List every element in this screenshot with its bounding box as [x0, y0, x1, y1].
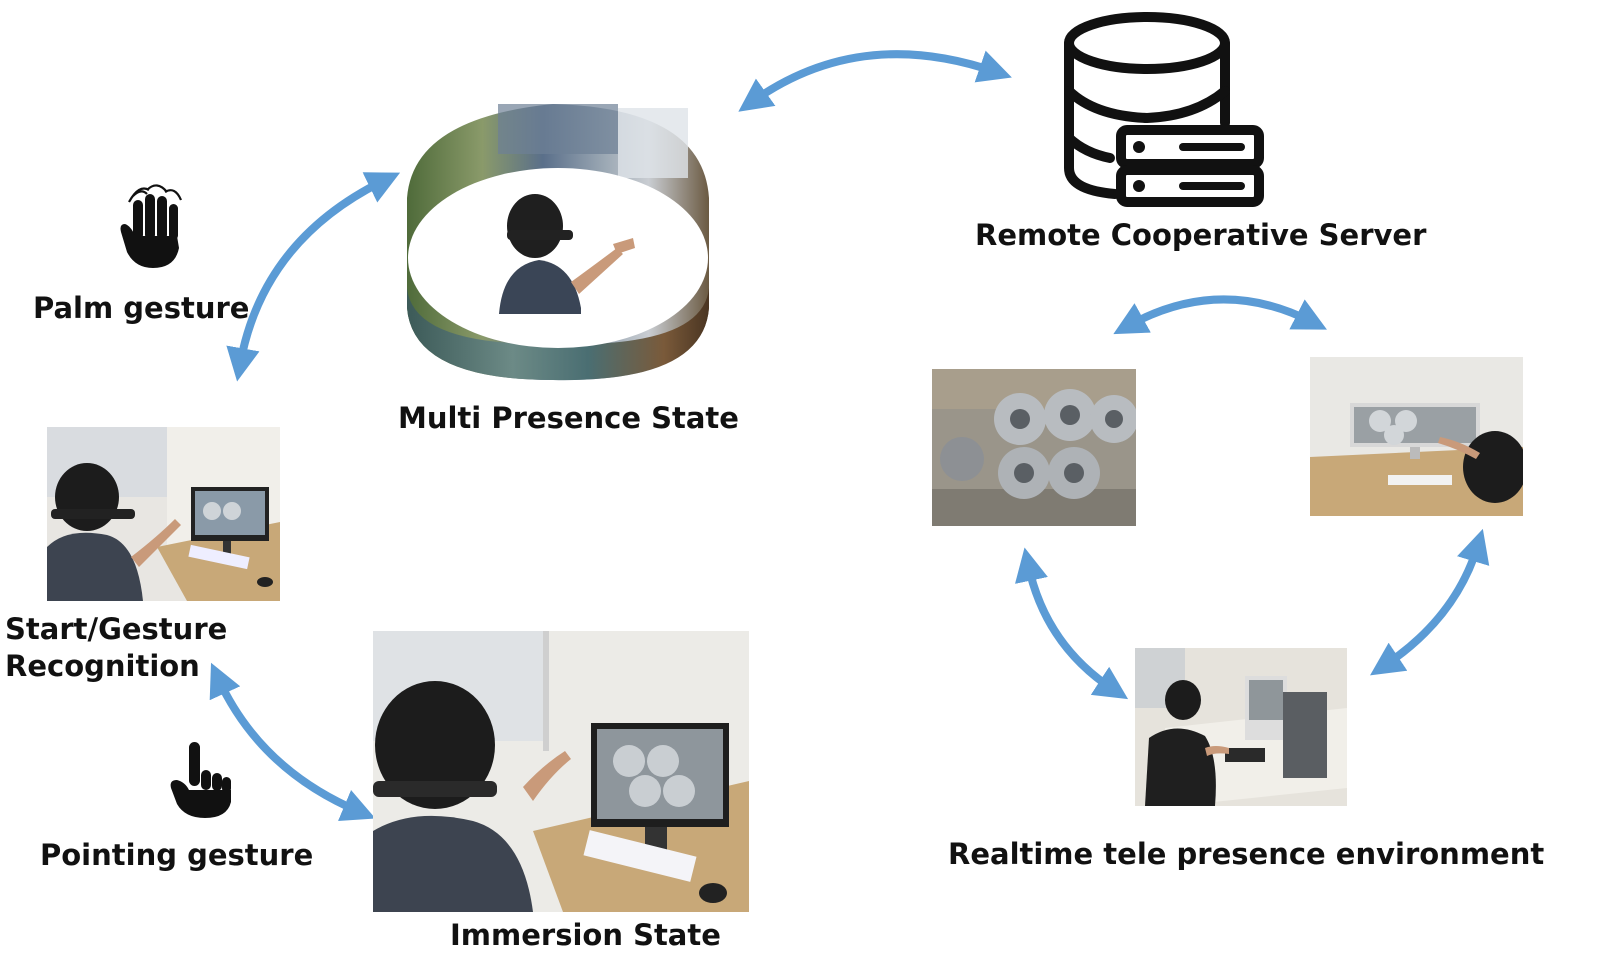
start-gesture-label-line2: Recognition: [5, 649, 200, 683]
arrow-multi-presence-server: [738, 50, 1012, 112]
arrow-palm-multi-presence: [226, 172, 401, 382]
remote-user-monitor-photo: [1310, 357, 1523, 516]
pointing-gesture-label: Pointing gesture: [40, 838, 314, 872]
arrow-telepresence-right: [1370, 528, 1490, 676]
multi-presence-state-label: Multi Presence State: [398, 401, 739, 435]
local-user-desktop-photo: [1135, 648, 1347, 806]
palm-gesture-label: Palm gesture: [33, 291, 250, 325]
arrow-telepresence-top: [1113, 295, 1327, 335]
factory-camera-photo: [932, 369, 1136, 526]
database-server-icon: [1064, 12, 1264, 207]
multi-presence-cylinder-image: [407, 104, 709, 381]
realtime-telepresence-label: Realtime tele presence environment: [948, 837, 1545, 871]
arrow-telepresence-left: [1015, 547, 1129, 700]
start-gesture-label-line1: Start/Gesture: [5, 612, 228, 646]
start-gesture-photo: [47, 427, 280, 601]
arrow-start-immersion: [209, 662, 376, 821]
immersion-state-label: Immersion State: [450, 918, 721, 952]
remote-cooperative-server-label: Remote Cooperative Server: [975, 218, 1427, 252]
pointing-gesture-icon: [170, 742, 231, 818]
palm-gesture-icon: [120, 184, 183, 268]
immersion-state-photo: [373, 631, 749, 912]
